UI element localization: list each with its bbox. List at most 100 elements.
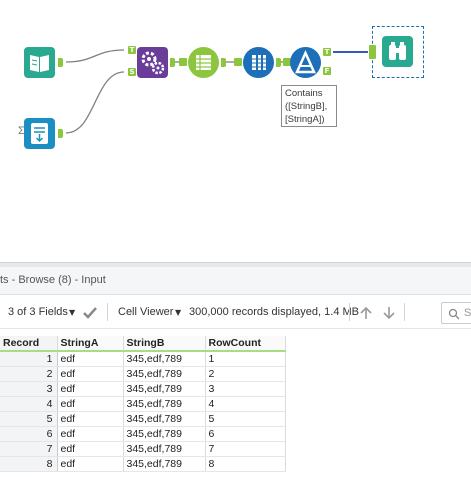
filter-annotation: Contains ([StringB], [StringA]) — [281, 85, 337, 127]
filter-tool[interactable] — [290, 47, 321, 78]
record-cell: 1 — [0, 351, 58, 367]
table-row[interactable]: 1 edf 345,edf,789 1 — [0, 351, 286, 367]
connection-textinput-to-append — [65, 71, 125, 134]
records-info: 300,000 records displayed, 1.4 MB — [189, 306, 359, 318]
arrow-down-icon[interactable] — [382, 306, 396, 320]
stringb-cell[interactable]: 345,edf,789 — [123, 381, 206, 397]
panel-splitter[interactable] — [0, 262, 471, 267]
stringa-cell[interactable]: edf — [57, 351, 124, 367]
filter-true-anchor[interactable]: T — [323, 48, 331, 56]
workflow-canvas[interactable]: Σ T S — [0, 0, 471, 262]
gears-icon — [141, 51, 165, 75]
table-row[interactable]: 5 edf 345,edf,789 5 — [0, 411, 286, 427]
cell-viewer-selector[interactable]: Cell Viewer — [118, 306, 174, 318]
column-header-rowcount[interactable]: RowCount — [205, 336, 286, 352]
input-data-output-anchor[interactable] — [58, 58, 63, 67]
text-to-columns-output-anchor[interactable] — [276, 58, 281, 67]
search-placeholder: Se — [464, 307, 471, 319]
annotation-line: [StringA]) — [285, 114, 325, 125]
cell-viewer-dropdown-caret[interactable]: ▼ — [175, 308, 182, 317]
record-id-output-anchor[interactable] — [221, 58, 226, 67]
grid-header-row: Record StringA StringB RowCount — [0, 336, 286, 352]
rowcount-cell[interactable]: 7 — [205, 441, 286, 457]
stringb-cell[interactable]: 345,edf,789 — [123, 456, 206, 472]
record-cell: 3 — [0, 381, 58, 397]
book-icon — [30, 55, 49, 72]
text-to-columns-tool[interactable] — [243, 47, 274, 78]
results-title-bar: ts - Browse (8) - Input — [0, 267, 471, 295]
append-source-anchor[interactable]: S — [128, 68, 136, 76]
arrow-up-icon[interactable] — [359, 306, 373, 320]
connection-input-to-append — [65, 49, 125, 63]
text-input-icon — [31, 123, 48, 144]
browse-input-anchor[interactable] — [369, 45, 376, 59]
stringb-cell[interactable]: 345,edf,789 — [123, 366, 206, 382]
stringa-cell[interactable]: edf — [57, 396, 124, 412]
results-grid: Record StringA StringB RowCount 1 edf 34… — [0, 336, 286, 472]
table-stack-icon — [196, 55, 211, 70]
table-row[interactable]: 2 edf 345,edf,789 2 — [0, 366, 286, 382]
column-header-record[interactable]: Record — [0, 336, 58, 352]
filter-false-anchor[interactable]: F — [323, 67, 331, 75]
table-row[interactable]: 8 edf 345,edf,789 8 — [0, 456, 286, 472]
search-icon — [448, 308, 460, 320]
binoculars-icon — [389, 42, 406, 60]
rowcount-cell[interactable]: 4 — [205, 396, 286, 412]
text-input-output-anchor[interactable] — [58, 129, 63, 138]
stringa-cell[interactable]: edf — [57, 456, 124, 472]
table-row[interactable]: 3 edf 345,edf,789 3 — [0, 381, 286, 397]
rowcount-cell[interactable]: 8 — [205, 456, 286, 472]
stringa-cell[interactable]: edf — [57, 441, 124, 457]
browse-tool[interactable] — [382, 36, 413, 67]
record-cell: 7 — [0, 441, 58, 457]
column-header-stringb[interactable]: StringB — [123, 336, 206, 352]
filter-icon — [295, 49, 316, 74]
record-cell: 8 — [0, 456, 58, 472]
fields-dropdown-caret[interactable]: ▼ — [69, 308, 76, 317]
table-row[interactable]: 6 edf 345,edf,789 6 — [0, 426, 286, 442]
rowcount-cell[interactable]: 2 — [205, 366, 286, 382]
results-panel: ts - Browse (8) - Input 3 of 3 Fields ▼ … — [0, 267, 471, 477]
search-input[interactable]: Se — [441, 302, 471, 324]
sigma-label: Σ — [18, 125, 25, 137]
stringa-cell[interactable]: edf — [57, 426, 124, 442]
toolbar-separator — [404, 303, 405, 321]
stringa-cell[interactable]: edf — [57, 366, 124, 382]
toolbar-separator — [349, 303, 350, 321]
append-fields-tool[interactable] — [137, 47, 168, 78]
stringa-cell[interactable]: edf — [57, 381, 124, 397]
filter-input-anchor[interactable] — [283, 58, 291, 66]
annotation-line: Contains — [285, 88, 323, 99]
stringb-cell[interactable]: 345,edf,789 — [123, 396, 206, 412]
toolbar-separator — [107, 303, 108, 321]
annotation-line: ([StringB], — [285, 101, 328, 112]
stringb-cell[interactable]: 345,edf,789 — [123, 351, 206, 367]
stringb-cell[interactable]: 345,edf,789 — [123, 441, 206, 457]
record-cell: 6 — [0, 426, 58, 442]
results-toolbar: 3 of 3 Fields ▼ Cell Viewer ▼ 300,000 re… — [0, 295, 471, 329]
stringb-cell[interactable]: 345,edf,789 — [123, 426, 206, 442]
results-title: ts - Browse (8) - Input — [0, 274, 106, 286]
column-header-stringa[interactable]: StringA — [57, 336, 124, 352]
record-cell: 2 — [0, 366, 58, 382]
record-id-tool[interactable] — [188, 47, 219, 78]
checkmark-icon[interactable] — [82, 306, 98, 320]
rowcount-cell[interactable]: 6 — [205, 426, 286, 442]
stringb-cell[interactable]: 345,edf,789 — [123, 411, 206, 427]
stringa-cell[interactable]: edf — [57, 411, 124, 427]
record-cell: 4 — [0, 396, 58, 412]
record-cell: 5 — [0, 411, 58, 427]
append-target-anchor[interactable]: T — [128, 46, 136, 54]
text-to-columns-input-anchor[interactable] — [234, 58, 242, 66]
append-output-anchor[interactable] — [170, 58, 175, 67]
fields-selector[interactable]: 3 of 3 Fields — [8, 306, 68, 318]
input-data-tool[interactable] — [24, 47, 55, 78]
text-input-tool[interactable] — [24, 118, 55, 149]
rowcount-cell[interactable]: 3 — [205, 381, 286, 397]
table-row[interactable]: 4 edf 345,edf,789 4 — [0, 396, 286, 412]
split-columns-icon — [252, 55, 266, 70]
table-row[interactable]: 7 edf 345,edf,789 7 — [0, 441, 286, 457]
rowcount-cell[interactable]: 1 — [205, 351, 286, 367]
record-id-input-anchor[interactable] — [179, 58, 187, 66]
rowcount-cell[interactable]: 5 — [205, 411, 286, 427]
